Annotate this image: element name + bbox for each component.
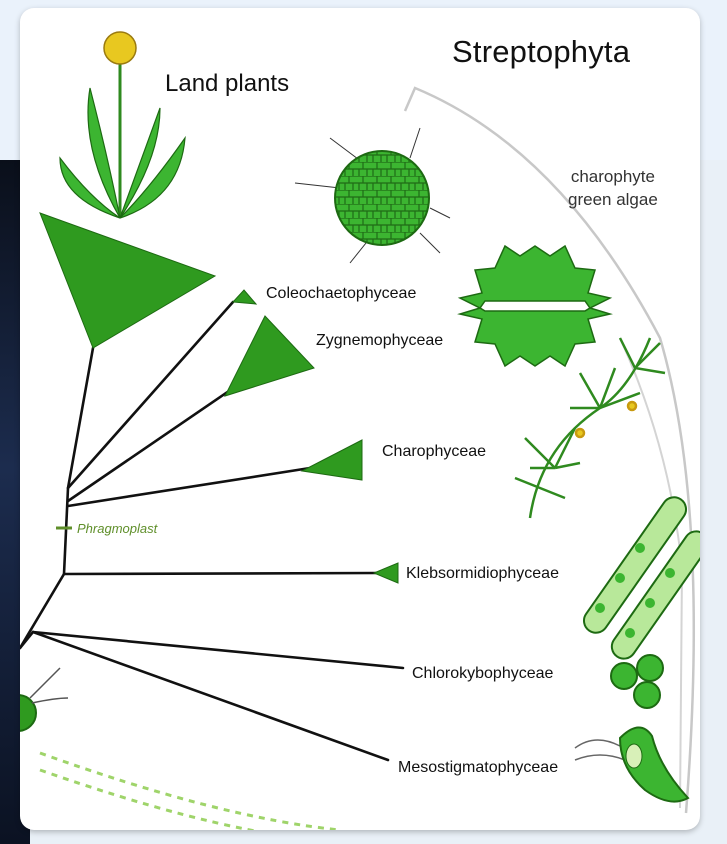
land-plants-triangle (40, 213, 215, 348)
clade-label-zygnemophyceae: Zygnemophyceae (316, 333, 443, 349)
charophyte-label-line-2: green algae (568, 191, 658, 208)
chlorokybus-illustration (611, 655, 663, 708)
phragmoplast-label: Phragmoplast (77, 522, 157, 535)
clade-label-mesostigmatophyceae: Mesostigmatophyceae (398, 760, 558, 776)
clade-label-klebsormidiophyceae: Klebsormidiophyceae (406, 566, 559, 582)
outgroup-cell-illustration (20, 668, 68, 731)
charophyte-label: charophyte green algae (568, 168, 658, 208)
zygnemophyceae-triangle (225, 316, 314, 396)
micrasterias-illustration (460, 246, 610, 366)
coleochaete-illustration (295, 128, 450, 263)
clade-label-charophyceae: Charophyceae (382, 444, 486, 460)
phylogeny-diagram (20, 8, 700, 830)
land-plants-label: Land plants (165, 72, 289, 96)
klebsormidiophyceae-triangle (374, 563, 398, 583)
charophyte-label-line-1: charophyte (568, 168, 658, 185)
clade-label-coleochaetophyceae: Coleochaetophyceae (266, 286, 416, 302)
clade-label-chlorokybophyceae: Chlorokybophyceae (412, 666, 553, 682)
charophyceae-triangle (302, 440, 362, 480)
decorative-dashed-arcs (40, 753, 340, 830)
dandelion-illustration (60, 32, 185, 218)
coleochaetophyceae-triangle (233, 290, 256, 304)
diagram-title: Streptophyta (452, 36, 630, 67)
diagram-card: Streptophyta Land plants charophyte gree… (20, 8, 700, 830)
mesostigma-illustration (575, 727, 688, 801)
